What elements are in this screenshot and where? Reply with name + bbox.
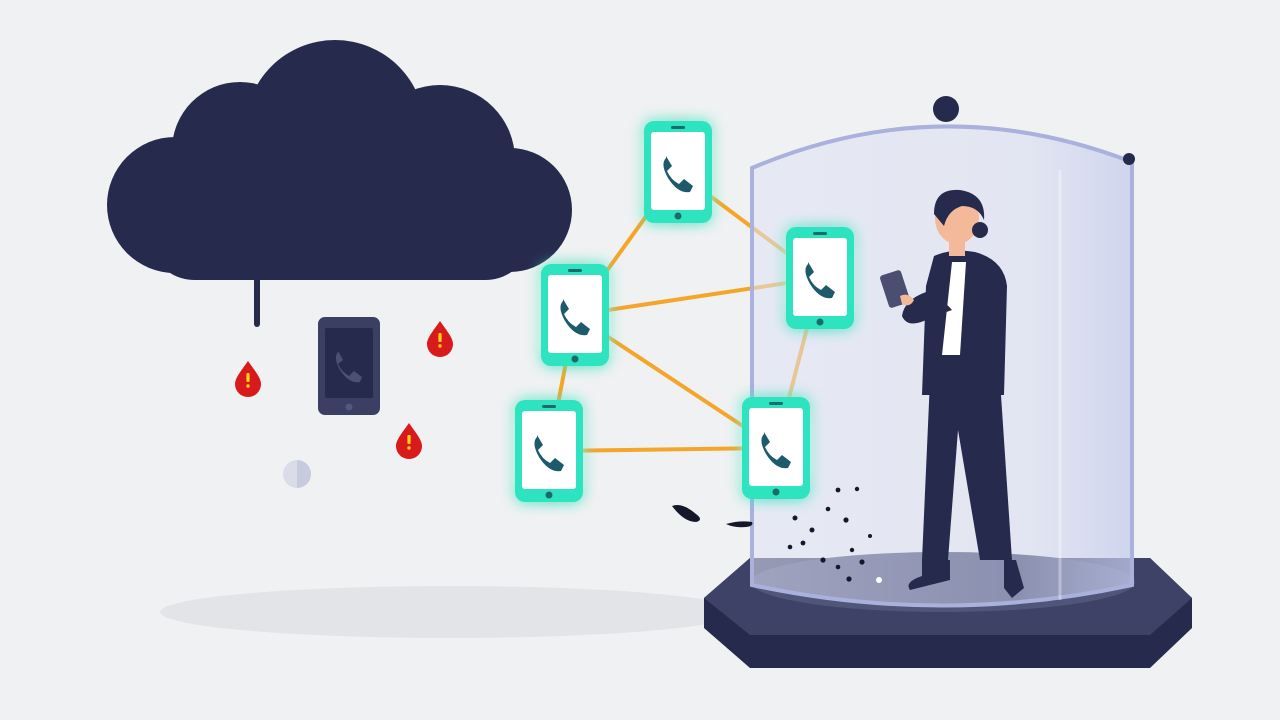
storm-cloud-icon bbox=[107, 40, 572, 327]
ground-shadow bbox=[160, 586, 740, 638]
warning-drop-icon bbox=[427, 321, 453, 357]
dark-phone-icon bbox=[318, 317, 380, 415]
warning-drop-icon bbox=[396, 423, 422, 459]
phone-node-left bbox=[541, 264, 609, 366]
debris-particles bbox=[672, 486, 872, 582]
warning-drop-icon bbox=[235, 361, 261, 397]
person-icon bbox=[880, 189, 1024, 598]
phone-node-bottom-left bbox=[515, 400, 583, 502]
phone-node-right bbox=[786, 227, 854, 329]
small-orb-icon bbox=[283, 460, 311, 488]
phone-node-top bbox=[644, 121, 712, 223]
debris-particle-light bbox=[876, 577, 882, 583]
phone-node-bottom-right bbox=[742, 397, 810, 499]
